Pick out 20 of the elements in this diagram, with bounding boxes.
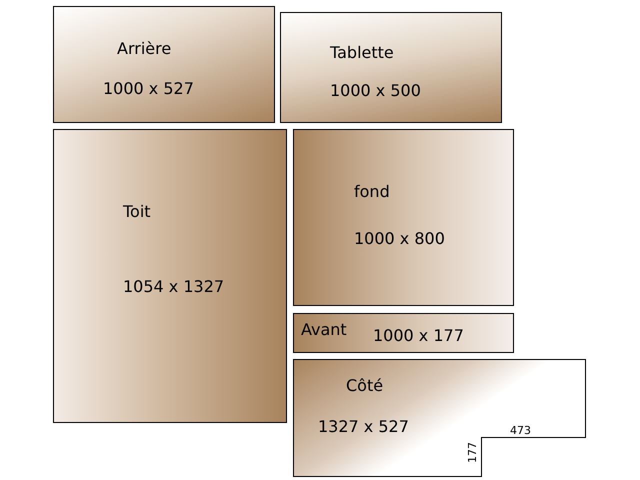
panel-dimensions: 1000 x 800 (354, 229, 445, 248)
dimension-label: 473 (510, 424, 531, 437)
panel-piece (293, 359, 586, 477)
panel-dimensions: 1054 x 1327 (123, 277, 224, 296)
panel-name: Côté (346, 376, 384, 395)
panel-name: Tablette (330, 43, 394, 62)
panel-dimensions: 1000 x 500 (330, 81, 421, 100)
panel-name: Toit (123, 202, 151, 221)
panel-piece (293, 313, 514, 353)
dimension-label: 177 (466, 442, 479, 463)
panel-name: Arrière (117, 39, 172, 58)
panel-dimensions: 1327 x 527 (318, 417, 409, 436)
panel-piece (53, 129, 287, 423)
panel-piece (280, 12, 502, 123)
panel-name: fond (354, 182, 390, 201)
panel-name: Avant (301, 320, 347, 339)
panel-piece (293, 129, 514, 306)
panel-dimensions: 1000 x 177 (373, 326, 464, 345)
panel-piece (53, 6, 275, 123)
panel-dimensions: 1000 x 527 (103, 79, 194, 98)
